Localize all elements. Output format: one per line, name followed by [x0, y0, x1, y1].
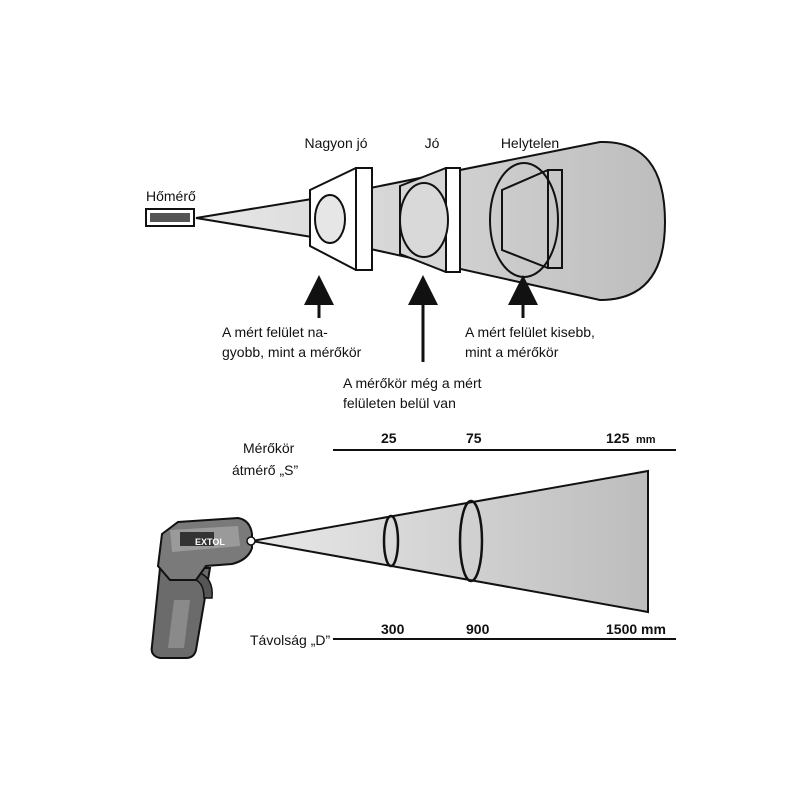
thermometer-gun-icon: EXTOL [150, 516, 256, 659]
beam-cone-bottom [251, 469, 649, 614]
top-diagram: Hőmérő Nagyon jó Jó Helytelen [145, 135, 667, 411]
spot-good [399, 182, 449, 258]
spot-ring-300 [382, 514, 400, 568]
brand-logo: EXTOL [195, 537, 225, 547]
spot-diameter-label-line2: átmérő „S” [232, 462, 298, 478]
thermometer-label: Hőmérő [146, 188, 196, 204]
target-good [399, 167, 461, 273]
zone-label-good: Jó [425, 135, 440, 151]
distance-label: Távolság „D” [250, 632, 330, 648]
distance-value-300: 300 [381, 621, 405, 637]
spot-unit: mm [636, 434, 656, 446]
spot-diameter-label-line1: Mérőkör [243, 440, 295, 456]
spot-value-25: 25 [381, 430, 397, 446]
spot-value-125: 125 [606, 430, 630, 446]
distance-value-900: 900 [466, 621, 490, 637]
spot-very-good [314, 194, 346, 244]
note-very-good-line2: gyobb, mint a mérőkör [222, 344, 362, 360]
note-incorrect-line2: mint a mérőkör [465, 344, 559, 360]
zone-label-very-good: Nagyon jó [304, 135, 367, 151]
spot-ring-900 [458, 499, 484, 583]
spot-value-75: 75 [466, 430, 482, 446]
note-incorrect-line1: A mért felület kisebb, [465, 324, 595, 340]
note-very-good-line1: A mért felület na- [222, 324, 328, 340]
bottom-diagram: Mérőkör átmérő „S” 25 75 125 mm EXTOL Tá… [150, 430, 676, 659]
note-good-line1: A mérőkör még a mért [343, 375, 482, 391]
target-very-good [309, 167, 373, 271]
distance-value-1500: 1500 mm [606, 621, 666, 637]
note-good-line2: felületen belül van [343, 395, 456, 411]
zone-label-incorrect: Helytelen [501, 135, 559, 151]
